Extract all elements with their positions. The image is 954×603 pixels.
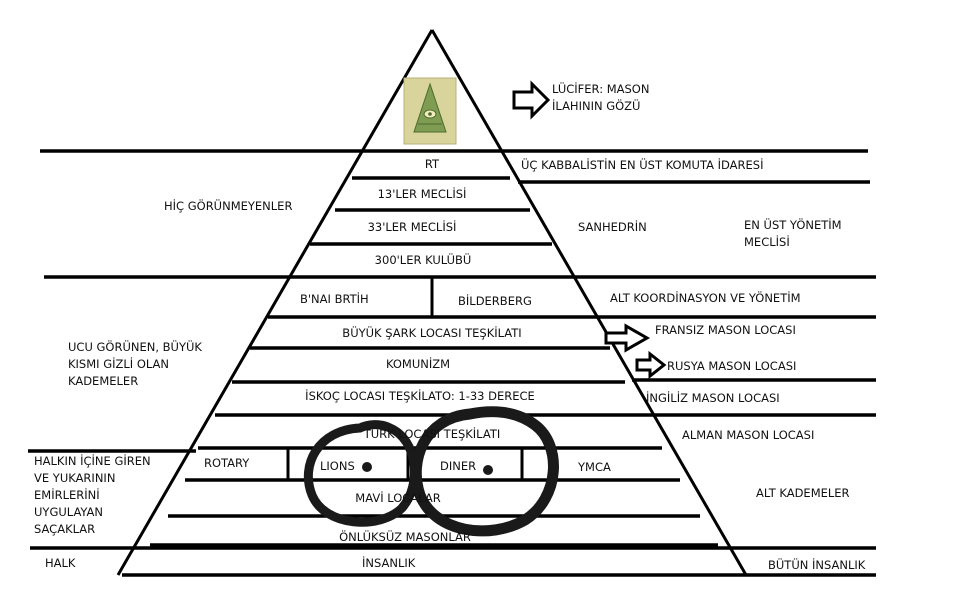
halkin-label-line5: SAÇAKLAR [34, 522, 96, 536]
lions-label: LIONS [320, 459, 355, 473]
insanlik-label: İNSANLIK [362, 556, 416, 570]
buyuk-sark-label: BÜYÜK ŞARK LOCASI TEŞKİLATI [342, 326, 522, 340]
turk-locasi-label: TÜRK LOCASI TEŞKİLATI [363, 427, 501, 441]
iskoc-label: İSKOÇ LOCASI TEŞKİLATO: 1-33 DERECE [305, 389, 535, 403]
halkin-label-line4: UYGULAYAN [34, 505, 104, 519]
outline-arrow-right-icon [512, 80, 551, 120]
fransiz-label: FRANSIZ MASON LOCASI [655, 323, 796, 337]
ymca-label: YMCA [578, 460, 611, 474]
band-dividers [286, 277, 524, 480]
diner-label: DINER [440, 459, 477, 473]
all-seeing-eye-pyramid-icon [403, 77, 457, 145]
halkin-label-line2: VE YUKARININ [34, 471, 116, 485]
ucu-gorunen-label-line3: KADEMELER [68, 374, 139, 388]
ucu-gorunen-label-line1: UCU GÖRÜNEN, BÜYÜK [68, 340, 202, 354]
rusya-label: RUSYA MASON LOCASI [667, 359, 797, 373]
alt-koordinasyon-label: ALT KOORDİNASYON VE YÖNETİM [610, 291, 801, 305]
outline-arrow-right-icon [635, 350, 667, 380]
en-ust-label-line2: MECLİSİ [744, 235, 790, 249]
kabbalist-label: ÜÇ KABBALİSTİN EN ÜST KOMUTA İDARESİ [521, 158, 764, 172]
pyramid-outline [116, 29, 748, 576]
mavi-localar-label: MAVİ LOCALAR [355, 491, 441, 505]
onluksuz-label: ÖNLÜKSÜZ MASONLAR [339, 530, 471, 544]
halk-label: HALK [45, 556, 76, 570]
rt-label: RT [424, 157, 440, 171]
halkin-label-line3: EMİRLERİNİ [34, 488, 100, 502]
halkin-label-line1: HALKIN İÇİNE GİREN [34, 454, 151, 468]
rotary-label: ROTARY [204, 456, 250, 470]
meclis-13-label: 13'LER MECLİSİ [377, 187, 467, 201]
bilderberg-label: BİLDERBERG [458, 294, 532, 308]
ingiliz-label: İNGİLİZ MASON LOCASI [646, 391, 780, 405]
ucu-gorunen-label-line2: KISMI GİZLİ OLAN [68, 357, 170, 371]
alt-kademeler-label: ALT KADEMELER [756, 486, 850, 500]
komunizm-label: KOMUNİZM [385, 357, 451, 371]
outline-arrow-right-icon [604, 323, 651, 353]
kulup-300-label: 300'LER KULÜBÜ [374, 253, 472, 267]
sanhedrin-label: SANHEDRİN [578, 220, 647, 234]
lucifer-label-line2: İLAHININ GÖZÜ [552, 99, 641, 113]
bnai-brith-label: B'NAI BRTİH [300, 292, 369, 306]
butun-insanlik-label: BÜTÜN İNSANLIK [768, 558, 866, 572]
lucifer-label-line1: LÜCİFER: MASON [552, 82, 650, 96]
alman-label: ALMAN MASON LOCASI [682, 428, 815, 442]
hic-gorunmeyenler-label: HİÇ GÖRÜNMEYENLER [164, 199, 293, 213]
meclis-33-label: 33'LER MECLİSİ [367, 220, 457, 234]
en-ust-label-line1: EN ÜST YÖNETİM [744, 218, 842, 232]
handdrawn-circles [303, 406, 559, 537]
